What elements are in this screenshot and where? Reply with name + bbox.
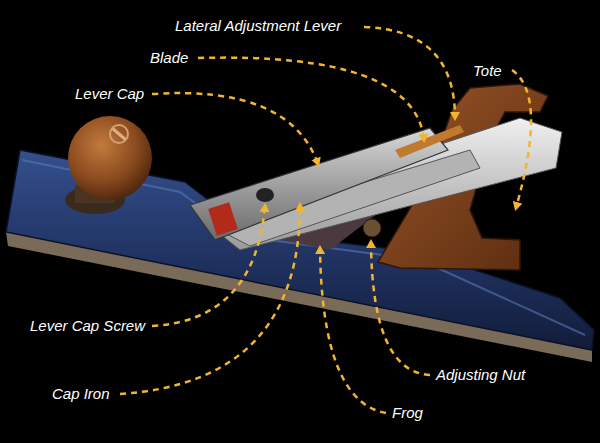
part-label: Tote [473,62,502,80]
knob [68,116,152,200]
lateral-lever [395,125,464,158]
leader-line [152,206,265,326]
adjusting-nut [363,219,381,237]
part-label: Lever Cap [75,85,144,103]
part-label: Lever Cap Screw [30,317,145,335]
leader-line [512,70,531,208]
part-label: Blade [150,49,188,67]
knob-screw [110,125,128,143]
leader-line [120,205,300,394]
knob-screw [112,128,126,140]
part-label: Lateral Adjustment Lever [175,17,341,35]
part-label: Adjusting Nut [436,366,525,384]
lever-cap-screw [256,188,274,202]
leader-line [152,93,318,164]
part-label: Frog [392,404,423,422]
leader-line [320,248,386,413]
lever-cap-badge [208,202,238,235]
leader-line [371,242,430,375]
part-label: Cap Iron [52,385,110,403]
